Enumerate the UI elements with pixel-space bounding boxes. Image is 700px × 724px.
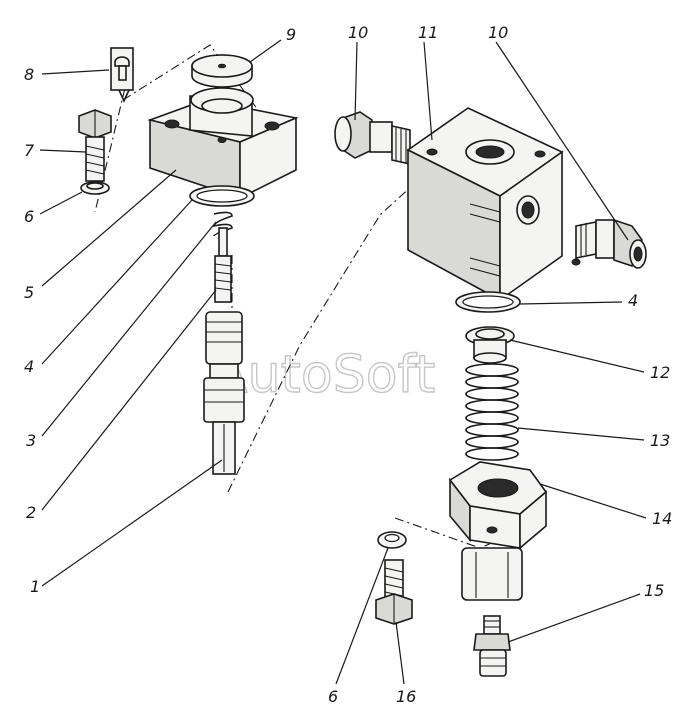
callout-4: 4 bbox=[628, 291, 638, 310]
part-8-screw bbox=[110, 47, 134, 103]
callout-6: 6 bbox=[24, 207, 34, 226]
part-10-fitting-right bbox=[575, 218, 647, 269]
callout-10: 10 bbox=[488, 23, 508, 42]
part-6-lock-washer-right bbox=[377, 531, 407, 549]
part-5-valve-body bbox=[147, 87, 299, 200]
callout-10: 10 bbox=[348, 23, 368, 42]
part-6-lock-washer-left bbox=[80, 181, 110, 195]
part-13-spring bbox=[465, 363, 519, 461]
watermark-text: AutoSoft bbox=[212, 345, 435, 405]
callout-13: 13 bbox=[650, 431, 670, 450]
callout-9: 9 bbox=[286, 25, 296, 44]
callout-8: 8 bbox=[24, 65, 34, 84]
part-1-plunger bbox=[203, 311, 245, 475]
callout-15: 15 bbox=[644, 581, 664, 600]
part-9-cover-plate bbox=[191, 54, 253, 88]
callout-3: 3 bbox=[26, 431, 36, 450]
callout-2: 2 bbox=[26, 503, 36, 522]
part-2-valve-stem bbox=[214, 227, 232, 303]
leader-lines bbox=[39, 39, 647, 685]
callout-5: 5 bbox=[24, 283, 34, 302]
callout-6: 6 bbox=[328, 687, 338, 706]
part-4-o-ring-left bbox=[189, 185, 255, 207]
part-4-o-ring-right bbox=[455, 291, 521, 313]
callout-11: 11 bbox=[418, 23, 438, 42]
part-10-fitting-left bbox=[334, 111, 411, 165]
part-7-bolt bbox=[78, 109, 112, 182]
part-16-bolt bbox=[375, 559, 413, 625]
part-15-fitting bbox=[473, 615, 511, 677]
callout-12: 12 bbox=[650, 363, 670, 382]
callout-16: 16 bbox=[396, 687, 416, 706]
part-11-valve-body bbox=[406, 107, 581, 302]
callout-4: 4 bbox=[24, 357, 34, 376]
callout-14: 14 bbox=[652, 509, 672, 528]
part-14-hex-cap bbox=[448, 461, 548, 601]
callout-1: 1 bbox=[30, 577, 40, 596]
callout-7: 7 bbox=[24, 141, 35, 160]
callout-labels: 9 10 11 10 8 7 6 5 4 3 2 1 4 12 13 14 15… bbox=[24, 23, 672, 706]
part-12-spring-seat bbox=[465, 326, 515, 364]
